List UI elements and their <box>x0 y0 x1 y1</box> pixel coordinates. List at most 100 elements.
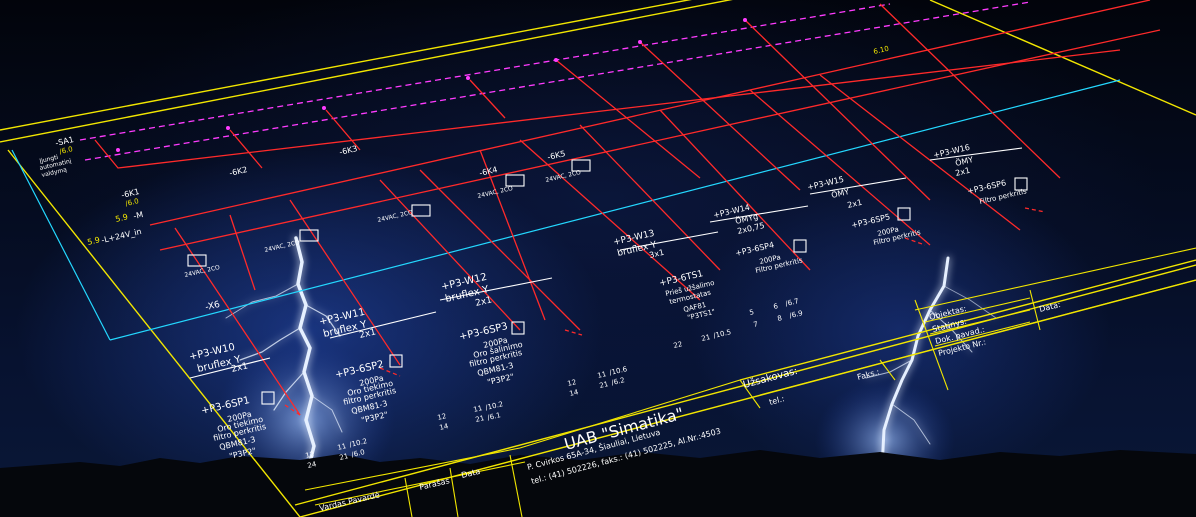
cable-w12: +P3-W12 bruflex Y 2x1 <box>440 272 493 309</box>
signal-bus <box>79 1 1031 161</box>
pressure-switch-sp2 <box>389 354 403 368</box>
skyline-silhouette <box>0 450 1196 517</box>
relay-k2: -6K2 24VAC, 2CO <box>228 165 300 254</box>
switch-sa1: -SA1 /6.0 Įjungti automatinį valdymą <box>39 135 75 179</box>
cable-w13: +P3-W13 bruflex Y 3x1 <box>612 229 665 260</box>
contact-ref-e: 22 21 /10.5 <box>673 328 732 350</box>
svg-text:11: 11 <box>337 442 347 452</box>
svg-text:2x1: 2x1 <box>474 295 493 309</box>
lightning-icon <box>865 256 997 470</box>
contact-ref-c: 12 11 /10.2 24 21 /6.0 <box>305 437 368 470</box>
svg-text:/10.5: /10.5 <box>713 328 732 340</box>
pressure-sensor-sp5: +P3-6SP5 200Pa Filtro perkritis <box>850 212 921 247</box>
svg-text:21: 21 <box>701 333 711 343</box>
svg-text:5: 5 <box>749 308 755 317</box>
relay-k3: -6K3 24VAC, 2CO <box>338 144 413 224</box>
svg-text:24VAC, 2CO: 24VAC, 2CO <box>545 169 582 184</box>
svg-text:-6K4: -6K4 <box>478 165 498 178</box>
svg-text:/6.9: /6.9 <box>789 309 804 320</box>
svg-text:/6.2: /6.2 <box>611 376 626 387</box>
ref-5-9: 5.9 <box>114 212 128 224</box>
svg-text:21: 21 <box>475 414 485 424</box>
svg-text:8: 8 <box>777 314 783 323</box>
contact-ref-b: 12 11 /10.6 14 21 /6.2 <box>567 365 629 398</box>
cable-w11: +P3-W11 bruflex Y 2x1 <box>318 307 377 341</box>
svg-text:ÖMY: ÖMY <box>830 186 850 200</box>
svg-text:6: 6 <box>773 302 780 311</box>
line-plus-24v: -L+24V_in <box>100 227 142 245</box>
relay-coil-k3 <box>411 204 431 217</box>
relay-coil-k5 <box>571 159 591 172</box>
svg-text:12: 12 <box>437 412 447 422</box>
svg-text:24VAC, 2CO: 24VAC, 2CO <box>477 185 514 200</box>
svg-text:21: 21 <box>339 452 349 462</box>
svg-text:11: 11 <box>473 404 483 414</box>
relay-coil-k1 <box>187 254 207 267</box>
ref-6-10: 6.10 <box>873 45 890 56</box>
svg-text:3x1: 3x1 <box>648 248 665 260</box>
svg-text:-SA1: -SA1 <box>54 135 74 148</box>
svg-text:-6K1: -6K1 <box>120 187 140 200</box>
pressure-sensor-sp1: +P3-6SP1 200Pa Oro tiekimo filtro perkri… <box>200 395 267 461</box>
tel-label: tel.: <box>768 394 785 407</box>
svg-text:/10.2: /10.2 <box>485 400 504 412</box>
contact-ref-a: 12 11 /10.2 14 21 /6.1 <box>437 400 504 432</box>
svg-text:/6.0: /6.0 <box>351 448 366 459</box>
svg-text:-6K2: -6K2 <box>228 165 248 178</box>
lightning-icon <box>225 236 343 472</box>
relay-coil-k2 <box>299 229 319 242</box>
svg-text:-6K3: -6K3 <box>338 144 358 157</box>
contact-ref-d: 5 6 /6.7 7 8 /6.9 <box>749 297 804 329</box>
date-label: Data: <box>1038 300 1061 314</box>
svg-text:/10.6: /10.6 <box>609 365 629 377</box>
svg-text:-6K5: -6K5 <box>546 149 566 162</box>
svg-text:/6.1: /6.1 <box>487 411 502 422</box>
svg-text:Įjungti: Įjungti <box>39 154 59 165</box>
svg-text:2x1: 2x1 <box>358 327 377 341</box>
pressure-switch-sp4 <box>793 239 807 253</box>
title-block-grid <box>304 247 1196 517</box>
cable-w14: +P3-W14 ÖMYg 2x0,75 <box>712 203 765 236</box>
svg-text:/6.0: /6.0 <box>125 197 140 208</box>
svg-text:21: 21 <box>599 380 609 390</box>
svg-text:2x1: 2x1 <box>230 361 249 375</box>
svg-text:14: 14 <box>569 388 580 398</box>
line-minus: -M <box>132 210 144 221</box>
svg-text:2x1: 2x1 <box>954 166 971 178</box>
svg-text:24VAC, 2CO: 24VAC, 2CO <box>377 209 414 224</box>
pressure-switch-sp1 <box>261 391 275 405</box>
circuit-wiring <box>94 0 1161 416</box>
rail-lines <box>11 79 1121 341</box>
pressure-switch-sp3 <box>511 321 525 335</box>
terminal-x6: -X6 <box>204 300 221 313</box>
pressure-sensor-sp4: +P3-6SP4 200Pa Filtro perkritis <box>734 240 803 275</box>
svg-text:/10.2: /10.2 <box>349 437 368 449</box>
svg-text:/6.0: /6.0 <box>59 145 74 156</box>
cable-w10: +P3-W10 bruflex Y 2x1 <box>188 342 249 375</box>
relay-coil-k4 <box>505 174 525 187</box>
svg-text:ÖMY: ÖMY <box>954 154 974 168</box>
svg-text:2x1: 2x1 <box>846 198 863 210</box>
pressure-switch-sp5 <box>897 207 911 221</box>
thermostat-ts1: +P3-6TS1 Prieš užšalimo termostatas QAF8… <box>658 269 716 322</box>
pressure-switch-sp6 <box>1014 177 1028 191</box>
pressure-sensor-sp6: +P3-6SP6 Filtro perkritis <box>966 178 1027 206</box>
svg-text:/6.7: /6.7 <box>785 297 800 308</box>
relay-coils <box>187 159 1028 405</box>
svg-text:24VAC, 2CO: 24VAC, 2CO <box>264 239 301 254</box>
svg-text:7: 7 <box>753 320 759 329</box>
pressure-sensor-sp3: +P3-6SP3 200Pa Oro šalinimo filtro perkr… <box>458 321 523 387</box>
ref-5-9: 5.9 <box>86 235 100 247</box>
cable-markers <box>189 147 1023 379</box>
svg-text:12: 12 <box>305 450 315 460</box>
cable-w16: +P3-W16 ÖMY 2x1 <box>932 143 974 178</box>
svg-text:24: 24 <box>307 460 318 470</box>
svg-text:11: 11 <box>597 370 607 380</box>
wire-nodes <box>116 18 747 152</box>
relay-k4: -6K4 24VAC, 2CO <box>477 165 514 200</box>
svg-text:12: 12 <box>567 378 577 388</box>
svg-text:22: 22 <box>673 340 683 350</box>
svg-text:14: 14 <box>439 422 450 432</box>
